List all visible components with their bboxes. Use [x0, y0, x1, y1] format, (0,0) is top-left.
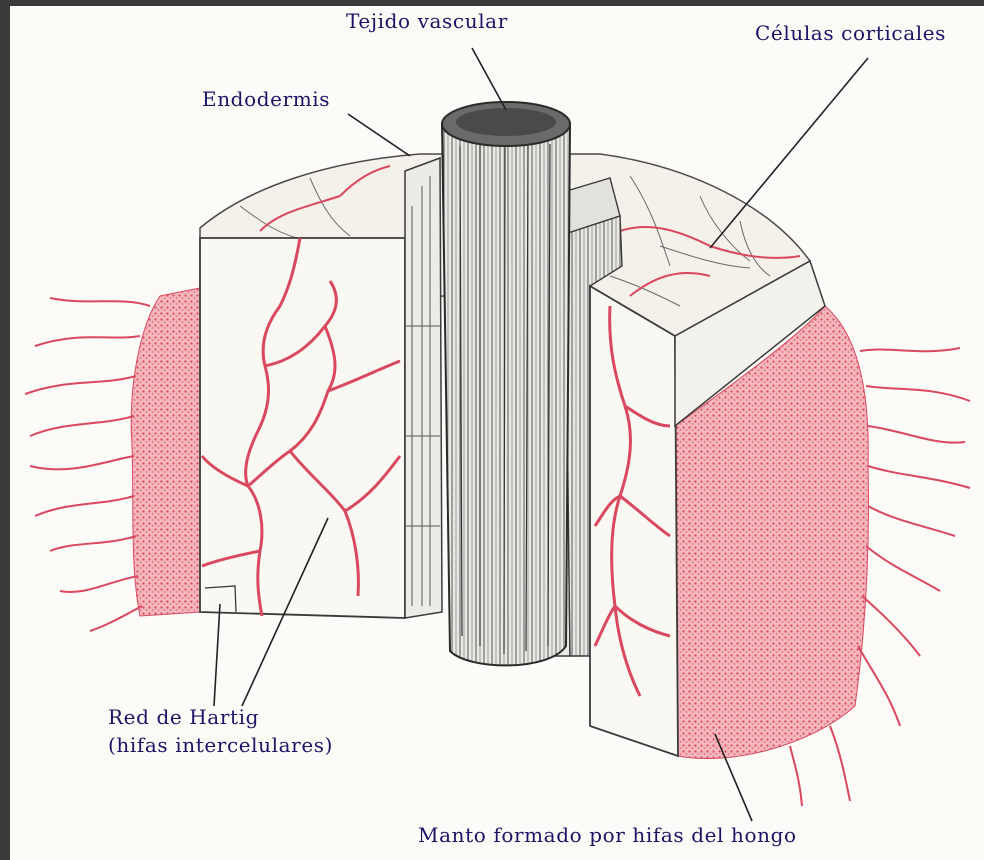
label-manto: Manto formado por hifas del hongo	[418, 824, 797, 847]
root-cross-section-drawing	[10, 6, 984, 860]
label-red-de-hartig: Red de Hartig	[108, 706, 259, 729]
label-celulas-corticales: Células corticales	[755, 22, 946, 45]
leader-cortical	[710, 58, 868, 248]
leader-vascular	[472, 48, 506, 110]
cortex-left-face	[200, 238, 405, 618]
left-fungal-mantle	[25, 288, 200, 631]
label-hifas-intercelulares: (hifas intercelulares)	[108, 734, 333, 757]
endodermis-strip	[405, 158, 442, 618]
vascular-cylinder	[442, 102, 570, 665]
leader-endodermis	[348, 114, 410, 156]
label-tejido-vascular: Tejido vascular	[346, 10, 508, 33]
diagram-canvas: Tejido vascular Células corticales Endod…	[10, 6, 984, 860]
leader-hartig-a	[214, 604, 220, 706]
label-endodermis: Endodermis	[202, 88, 330, 111]
